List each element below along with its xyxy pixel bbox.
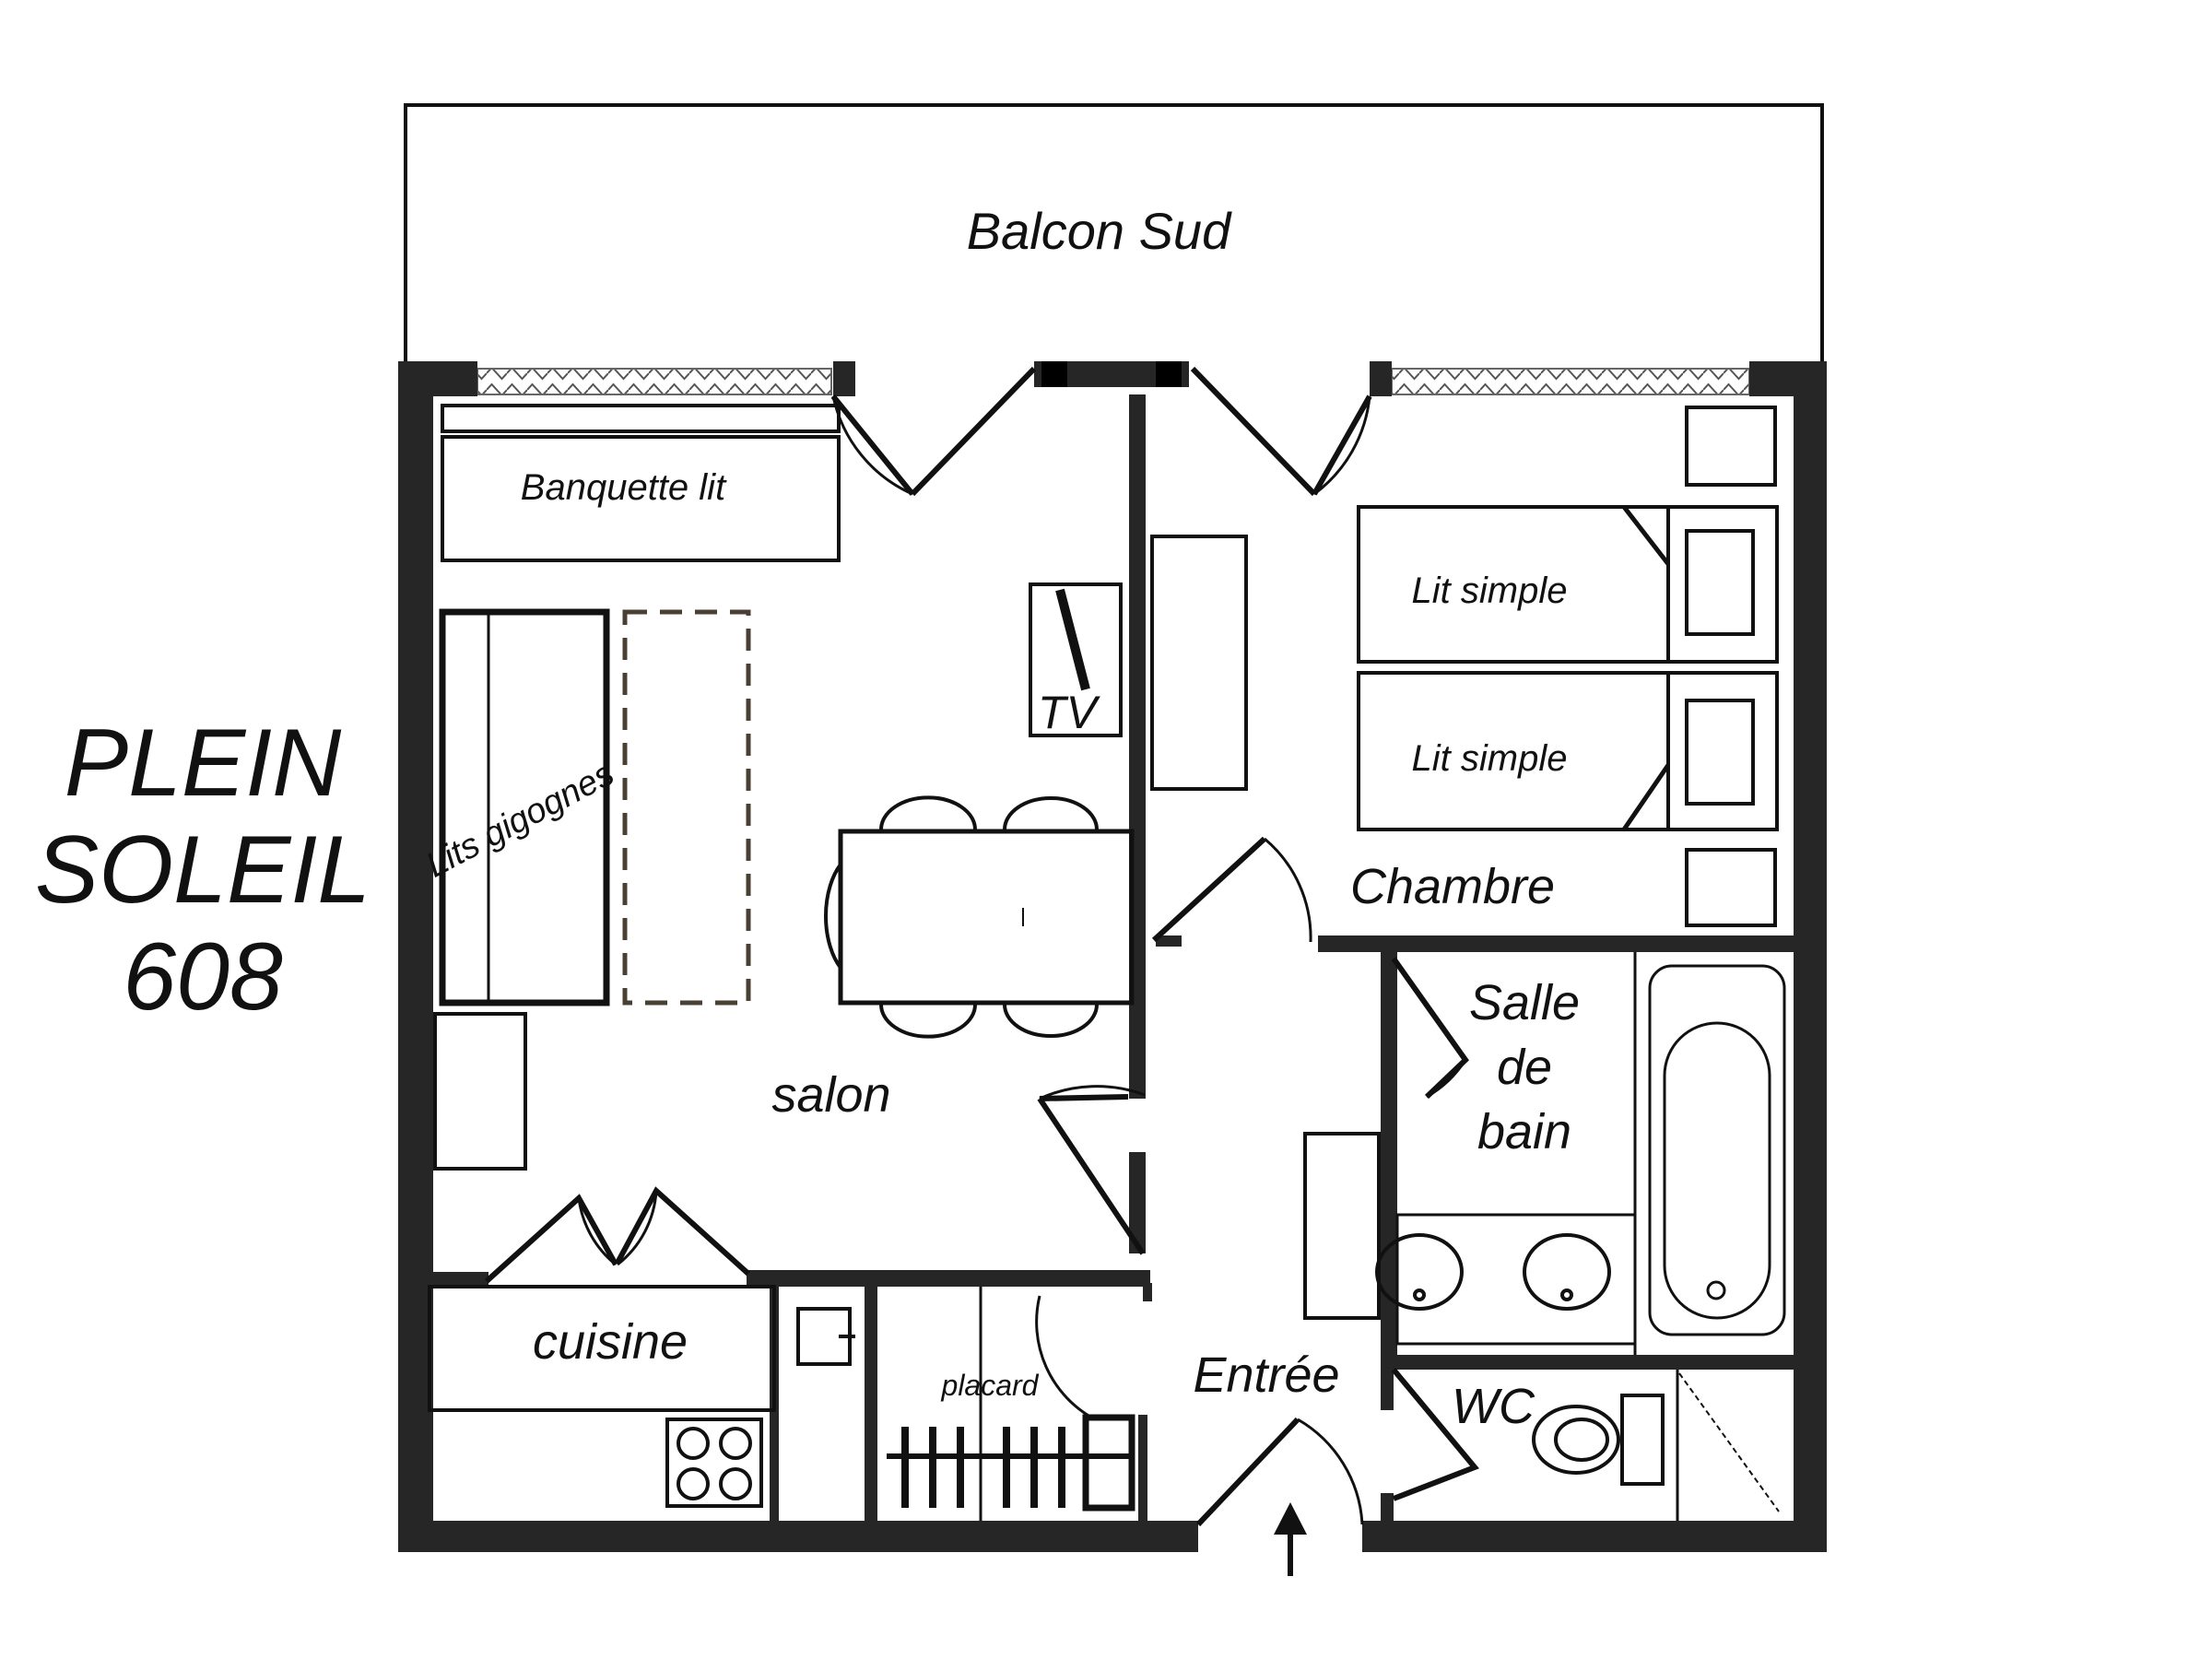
wc-fixtures — [1532, 1370, 1780, 1521]
title-line-2: SOLEIL — [34, 817, 371, 924]
tv-cabinet — [1029, 582, 1123, 737]
window-salon — [477, 368, 832, 395]
chambre-furniture — [1150, 406, 1779, 927]
chair — [879, 795, 977, 830]
exterior-walls — [398, 361, 1827, 1552]
placard-label: placard — [941, 1369, 1040, 1402]
salle-de-bain-label-line-3: bain — [1477, 1104, 1571, 1159]
apartment-title: PLEIN SOLEIL 608 — [28, 710, 378, 1030]
single-bed-1 — [1357, 505, 1779, 664]
chambre-label: Chambre — [1350, 859, 1555, 914]
counter — [428, 1285, 776, 1412]
toilet-tank — [1620, 1394, 1665, 1486]
banquette-back — [441, 404, 841, 433]
toilet-bowl — [1532, 1405, 1620, 1475]
window-jamb — [833, 361, 855, 396]
lits-gigognes-label: Lits gigognes — [420, 754, 620, 885]
vanity — [1395, 1213, 1637, 1346]
banquette-bed — [441, 435, 841, 562]
salon-label: salon — [771, 1067, 890, 1123]
chair — [1003, 796, 1099, 830]
balcony: Balcon Sud — [404, 103, 1824, 361]
cuisine-label: cuisine — [533, 1314, 688, 1370]
cabinet — [1303, 1132, 1381, 1320]
single-bed-2 — [1357, 671, 1779, 831]
banquette-label: Banquette lit — [521, 467, 727, 508]
bathroom-fixtures — [1303, 952, 1786, 1355]
side-cabinet — [433, 1012, 527, 1171]
closet — [887, 1287, 1135, 1521]
trundle-bed — [439, 608, 610, 1006]
window-chambre — [1391, 368, 1750, 395]
nightstand — [1685, 406, 1777, 487]
window-jamb — [1370, 361, 1392, 396]
bathtub — [1648, 964, 1786, 1336]
doors — [484, 366, 1479, 1527]
entree-label: Entrée — [1193, 1347, 1339, 1403]
tv-label: TV — [1038, 687, 1101, 738]
title-line-3: 608 — [123, 924, 283, 1030]
lit-simple-1-label: Lit simple — [1412, 571, 1568, 611]
nightstand — [1685, 848, 1777, 927]
cooktop — [665, 1418, 763, 1508]
wc-label: WC — [1452, 1379, 1535, 1434]
interior-walls — [429, 394, 1801, 1530]
balcony-label: Balcon Sud — [967, 202, 1232, 260]
windows — [477, 361, 1750, 396]
chair — [824, 863, 842, 970]
door-arcs — [577, 395, 1467, 1525]
entrance-arrow — [1274, 1502, 1307, 1576]
wardrobe — [1150, 535, 1248, 791]
dining-table — [838, 829, 1135, 1006]
title-line-1: PLEIN — [64, 710, 342, 817]
chair — [879, 1004, 977, 1039]
chair — [1003, 1004, 1099, 1038]
trundle-bed-extended — [622, 609, 751, 1006]
lit-simple-2-label: Lit simple — [1412, 738, 1568, 779]
salle-de-bain-label-line-2: de — [1497, 1040, 1552, 1095]
salon-furniture — [433, 404, 1135, 1171]
kitchen — [428, 1285, 855, 1508]
salle-de-bain-label-line-1: Salle — [1469, 975, 1580, 1030]
